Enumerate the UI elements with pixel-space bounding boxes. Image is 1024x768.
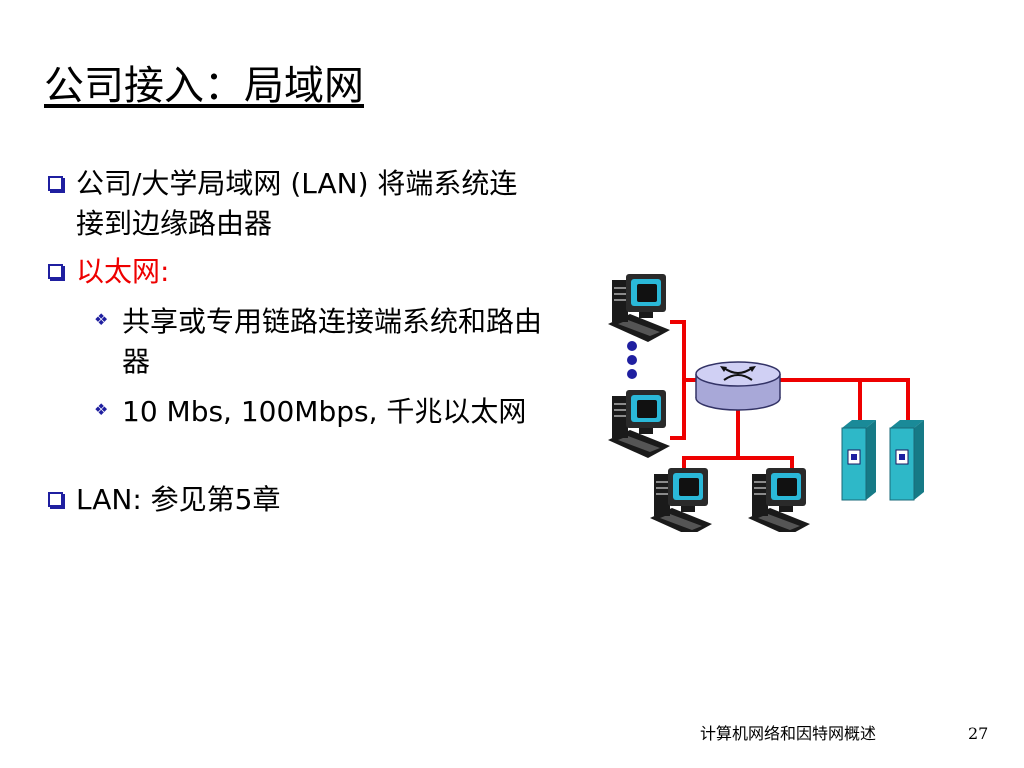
computer-icon (747, 467, 811, 532)
bullet-text: 共享或专用链路连接端系统和路由器 (122, 305, 543, 378)
computer-icon (607, 389, 671, 459)
bullet-lan: 公司/大学局域网 (LAN) 将端系统连接到边缘路由器 (48, 164, 536, 244)
bullet-text: LAN: 参见第5章 (76, 483, 281, 516)
bullet-text: 10 Mbs, 100Mbps, 千兆以太网 (122, 395, 527, 428)
footer-course-title: 计算机网络和因特网概述 (700, 724, 877, 743)
computer-icon (607, 273, 671, 343)
bullet-text: 以太网: (76, 255, 170, 288)
switch-icon (695, 361, 781, 411)
bullet-ethernet: 以太网: (48, 252, 536, 292)
sub-bullet-links: ❖ 共享或专用链路连接端系统和路由器 (94, 302, 543, 382)
lan-diagram (607, 273, 925, 532)
server-icon (889, 419, 925, 501)
bullet-list: 公司/大学局域网 (LAN) 将端系统连接到边缘路由器 以太网: ❖ 共享或专用… (0, 0, 560, 560)
bullet-lan-ref: LAN: 参见第5章 (48, 480, 536, 520)
slide-title: 公司接入：局域网 (44, 63, 364, 109)
page-number: 27 (968, 724, 989, 743)
square-bullet-icon (48, 176, 63, 191)
diamond-bullet-icon: ❖ (94, 400, 109, 419)
server-icon (841, 419, 877, 501)
ellipsis-dots (627, 341, 637, 379)
diamond-bullet-icon: ❖ (94, 310, 109, 329)
sub-bullet-speeds: ❖ 10 Mbs, 100Mbps, 千兆以太网 (94, 392, 542, 432)
computer-icon (649, 467, 713, 532)
square-bullet-icon (48, 264, 63, 279)
bullet-text: 公司/大学局域网 (LAN) 将端系统连接到边缘路由器 (76, 167, 518, 240)
square-bullet-icon (48, 492, 63, 507)
